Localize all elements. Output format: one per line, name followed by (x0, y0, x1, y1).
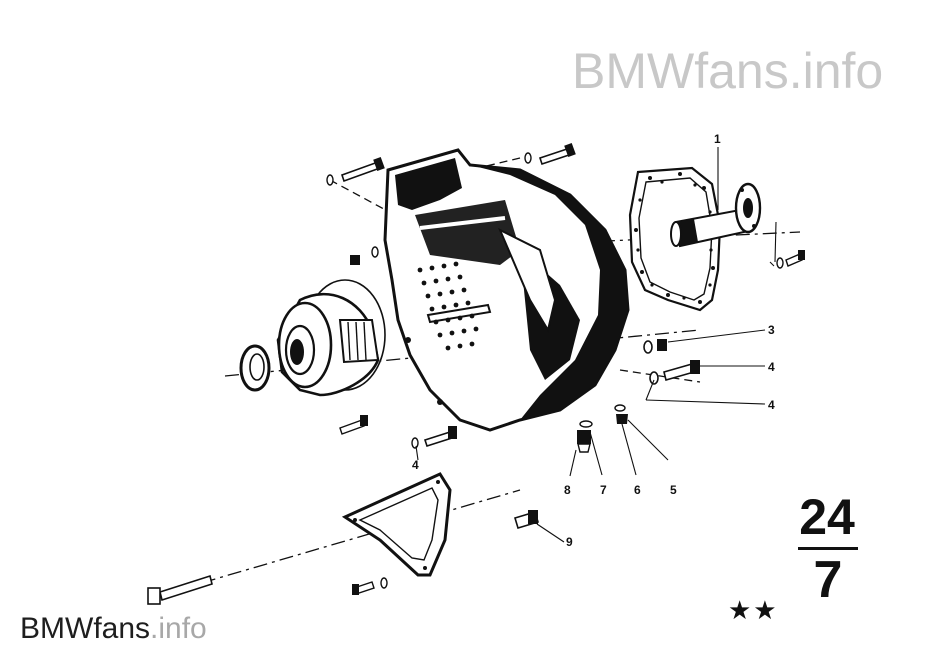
input-shaft (670, 182, 762, 248)
group-number-divider (798, 547, 858, 550)
lower-cover-plate (341, 472, 452, 577)
bolt-bottom (352, 577, 388, 595)
bolt-top-center (524, 142, 576, 166)
long-bolt (147, 574, 213, 605)
watermark-bottom: BMWfans.info (20, 612, 207, 645)
bolt-part-3 (649, 360, 700, 385)
bolt-left-nut (350, 246, 379, 265)
seal-ring (239, 344, 271, 392)
plug-part-6 (614, 404, 628, 424)
bolt-part-4-lower (411, 426, 457, 449)
bolt-lower-left (339, 415, 368, 435)
group-number-bottom: 7 (813, 551, 843, 609)
bolt-right-small (776, 250, 805, 269)
bolt-top-left (326, 156, 385, 186)
release-bearing-guide (276, 279, 386, 397)
callout-3: 4 (768, 360, 775, 374)
callout-5: 5 (670, 483, 677, 497)
callout-8: 8 (564, 483, 571, 497)
bell-housing (383, 148, 630, 432)
callout-6: 6 (634, 483, 641, 497)
nut-part-2 (643, 339, 667, 354)
rating-stars: ★★ (728, 596, 779, 626)
callout-1: 1 (714, 132, 721, 146)
group-number-top: 24 (799, 489, 855, 545)
plug-part-8 (577, 420, 593, 453)
callout-4: 4 (768, 398, 775, 412)
watermark-top: BMWfans.info (572, 43, 884, 99)
callout-2: 3 (768, 323, 775, 337)
callout-4-lower: 4 (412, 458, 419, 472)
callout-7: 7 (600, 483, 607, 497)
callout-9: 9 (566, 535, 573, 549)
bushing-part-9 (514, 510, 539, 529)
